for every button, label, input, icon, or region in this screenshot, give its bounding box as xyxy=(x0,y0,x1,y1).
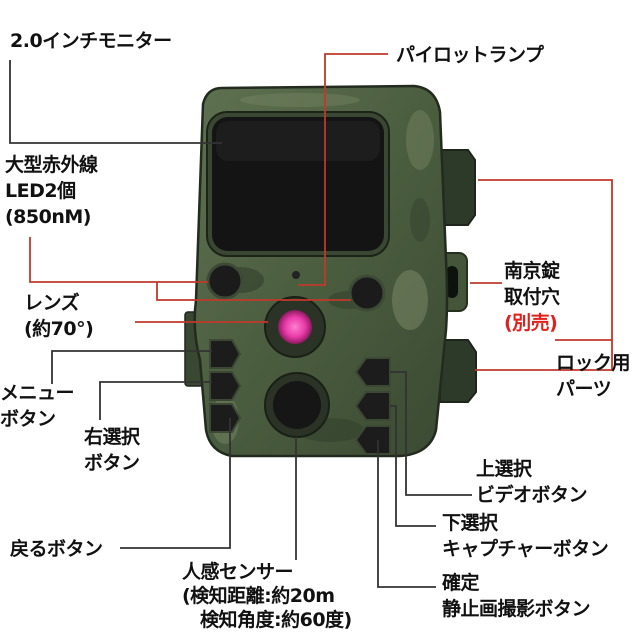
label-lens: レンズ (約70°) xyxy=(24,292,94,340)
label-ok-button: 確定 静止画撮影ボタン xyxy=(442,572,591,620)
label-motion-sensor: 人感センサー (検知距離:約20m 検知角度:約60度) xyxy=(182,561,352,631)
pilot-lamp xyxy=(292,271,300,279)
ir-led-right xyxy=(348,274,386,312)
lens xyxy=(264,296,326,358)
label-lock-hole: 南京錠 取付穴 (別売) xyxy=(504,260,560,334)
leader-lines xyxy=(9,53,613,588)
label-ir-led: 大型赤外線 LED2個 (850nM) xyxy=(5,154,98,228)
monitor-screen xyxy=(206,111,390,257)
label-monitor: 2.0インチモニター xyxy=(10,30,172,52)
left-buttons xyxy=(209,339,242,433)
label-pilot-lamp: パイロットランプ xyxy=(396,44,544,66)
label-right-button: 右選択 ボタン xyxy=(84,426,140,474)
label-menu-button: メニュー ボタン xyxy=(0,382,75,430)
ir-led-left xyxy=(206,262,244,300)
label-up-button: 上選択 ビデオボタン xyxy=(476,458,588,506)
label-down-button: 下選択 キャプチャーボタン xyxy=(442,512,609,560)
motion-sensor xyxy=(264,372,330,438)
label-lock-parts: ロック用 パーツ xyxy=(556,352,631,400)
label-back-button: 戻るボタン xyxy=(10,538,103,560)
right-buttons xyxy=(354,357,391,455)
